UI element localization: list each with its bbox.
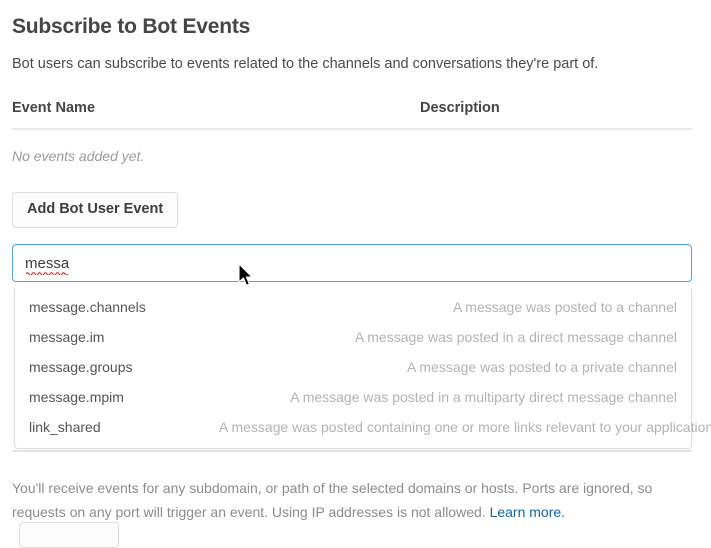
suggestion-event-name: message.mpim	[29, 389, 124, 405]
event-suggestions-dropdown[interactable]: message.channels A message was posted to…	[14, 288, 711, 449]
suggestion-event-name: message.groups	[29, 359, 133, 375]
events-table: Event Name Description No events added y…	[12, 100, 692, 164]
list-item[interactable]: message.groups A message was posted to a…	[15, 352, 691, 382]
suggestion-event-name: message.im	[29, 329, 105, 345]
bottom-partial-button[interactable]	[19, 522, 119, 548]
bot-events-page: Subscribe to Bot Events Bot users can su…	[12, 15, 711, 548]
add-bot-user-event-button[interactable]: Add Bot User Event	[12, 192, 179, 228]
list-item[interactable]: link_shared A message was posted contain…	[15, 412, 711, 442]
page-title: Subscribe to Bot Events	[12, 15, 251, 38]
learn-more-link[interactable]: Learn more.	[489, 504, 566, 520]
suggestion-event-name: message.channels	[29, 299, 146, 315]
list-item[interactable]: message.channels A message was posted to…	[15, 292, 691, 322]
suggestion-event-description: A message was posted to a private channe…	[406, 359, 677, 375]
event-search-container	[12, 244, 692, 282]
suggestion-event-description: A message was posted in a direct message…	[354, 329, 677, 345]
empty-state-message: No events added yet.	[12, 148, 145, 164]
suggestion-event-name: link_shared	[29, 419, 101, 435]
suggestion-event-description: A message was posted containing one or m…	[219, 419, 711, 435]
page-description: Bot users can subscribe to events relate…	[12, 56, 599, 72]
suggestion-event-description: A message was posted to a channel	[452, 299, 677, 315]
list-item[interactable]: message.mpim A message was posted in a m…	[15, 382, 691, 412]
helper-text-body: You'll receive events for any subdomain,…	[12, 480, 653, 520]
column-header-description: Description	[420, 100, 500, 116]
table-header-row: Event Name Description	[12, 100, 692, 130]
suggestion-event-description: A message was posted in a multiparty dir…	[290, 389, 677, 405]
helper-text: You'll receive events for any subdomain,…	[12, 476, 692, 524]
column-header-event-name: Event Name	[12, 100, 96, 116]
section-divider	[12, 450, 692, 452]
event-search-input[interactable]	[12, 244, 692, 282]
list-item[interactable]: message.im A message was posted in a dir…	[15, 322, 691, 352]
